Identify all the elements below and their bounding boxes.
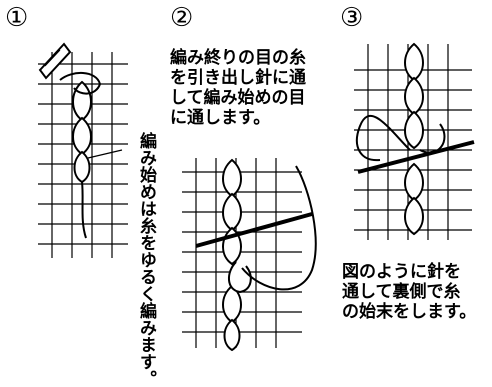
step-1-illustration bbox=[38, 42, 128, 258]
step-3-caption-line-2: 通して裏側で糸 bbox=[342, 282, 461, 302]
step-3-number: ③ bbox=[340, 3, 364, 33]
step-2-caption-line-4: に通します。 bbox=[170, 108, 271, 128]
step-1-caption-line-1: 編み始めは糸をゆるく bbox=[136, 132, 156, 302]
step-1-number: ① bbox=[5, 3, 29, 33]
step-3-caption-line-3: の始末をします。 bbox=[342, 302, 477, 322]
step-3-chain-stitches bbox=[404, 42, 424, 236]
step-3-caption: 図のように針を 通して裏側で糸 の始末をします。 bbox=[342, 262, 476, 322]
step-1-chain-stitches bbox=[59, 72, 102, 239]
step-2-caption-line-2: を引き出し針に通 bbox=[170, 68, 306, 88]
step-2-number: ② bbox=[170, 3, 194, 33]
step-3-needle-and-yarn bbox=[355, 114, 475, 174]
step-2-caption-line-3: して編み始めの目 bbox=[170, 88, 306, 108]
step-3-caption-line-1: 図のように針を bbox=[342, 262, 461, 282]
step-2-caption: 編み終りの目の糸 を引き出し針に通 して編み始めの目 に通します。 bbox=[170, 48, 306, 128]
step-3-illustration bbox=[354, 42, 475, 240]
step-2-illustration bbox=[182, 158, 317, 352]
step-1-hook bbox=[38, 42, 72, 80]
step-2-needle-and-yarn bbox=[195, 165, 317, 294]
step-2-caption-line-1: 編み終りの目の糸 bbox=[170, 48, 306, 68]
